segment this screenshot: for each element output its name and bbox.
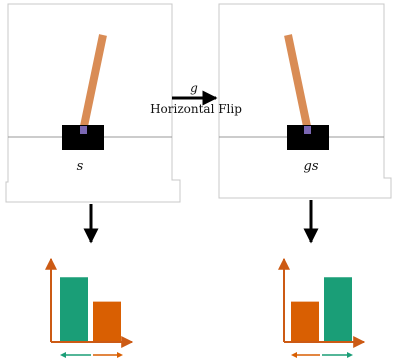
left-panel-frame [5, 3, 181, 203]
right-pole [284, 34, 312, 132]
left-pole [79, 34, 107, 132]
right-state-panel: gs [218, 3, 392, 199]
right-action-arrow-orange-head [291, 352, 297, 358]
left-pivot [80, 126, 87, 134]
right-chart-bar-2 [324, 277, 352, 341]
right-pivot [304, 126, 311, 134]
right-action-arrow-green-head [347, 352, 353, 358]
transform-symbol: g [190, 81, 198, 95]
transform-name: Horizontal Flip [150, 102, 242, 116]
right-action-chart [278, 257, 366, 358]
left-action-arrow-orange-head [117, 352, 123, 358]
right-chart-bar-1 [291, 301, 319, 341]
left-chart-bar-2 [93, 301, 121, 341]
right-panel-frame [218, 3, 392, 199]
left-action-arrow-green-head [60, 352, 66, 358]
right-state-label: gs [304, 159, 319, 174]
left-action-chart [45, 257, 134, 358]
right-chart-bars [291, 277, 352, 341]
transform-arrow-group: g Horizontal Flip [150, 81, 242, 116]
left-chart-bar-1 [60, 277, 88, 341]
left-state-panel: s [5, 3, 181, 203]
left-chart-bars [60, 277, 121, 341]
left-state-label: s [77, 159, 84, 174]
